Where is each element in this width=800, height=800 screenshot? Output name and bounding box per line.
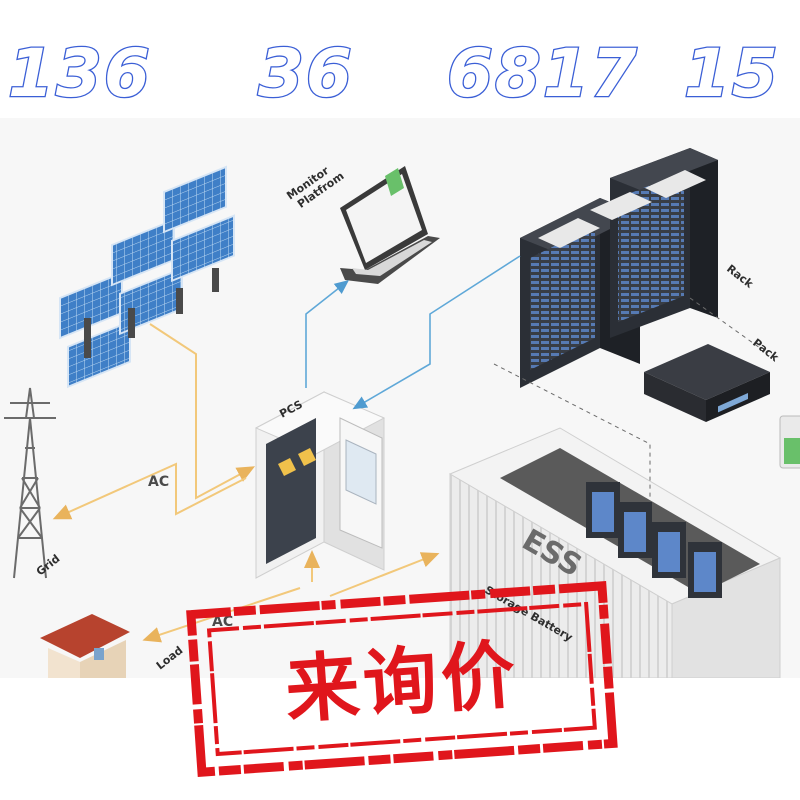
battery-rack-icon [520,148,718,388]
pcs-cabinet-icon [254,391,386,579]
phone-segment-2: 36 [258,35,354,112]
battery-pack-icon [644,344,770,422]
phone-segment-3: 6817 [447,35,639,112]
battery-cell-icon [779,415,800,469]
energy-storage-diagram: Monitor Platfrom Rack Pack [0,118,800,678]
laptop-icon [340,166,440,284]
phone-segment-1: 136 [8,35,152,112]
house-icon [40,614,130,678]
dashed-connection-lines [493,297,761,498]
grid-tower-icon [4,387,56,579]
ac-label-top: AC [148,474,169,490]
solar-array-icon [59,165,235,389]
white-band [0,678,800,800]
phone-number-banner: 136 36 6817 15 [7,34,780,114]
communication-lines [305,255,521,410]
rack-label: Rack [724,262,756,291]
ess-container-icon [448,427,782,678]
phone-segment-4: 15 [684,35,780,112]
grid-label: Grid [34,552,63,578]
ac-label-bottom: AC [212,614,233,630]
load-label: Load [154,644,186,673]
pack-label: Pack [750,336,781,365]
